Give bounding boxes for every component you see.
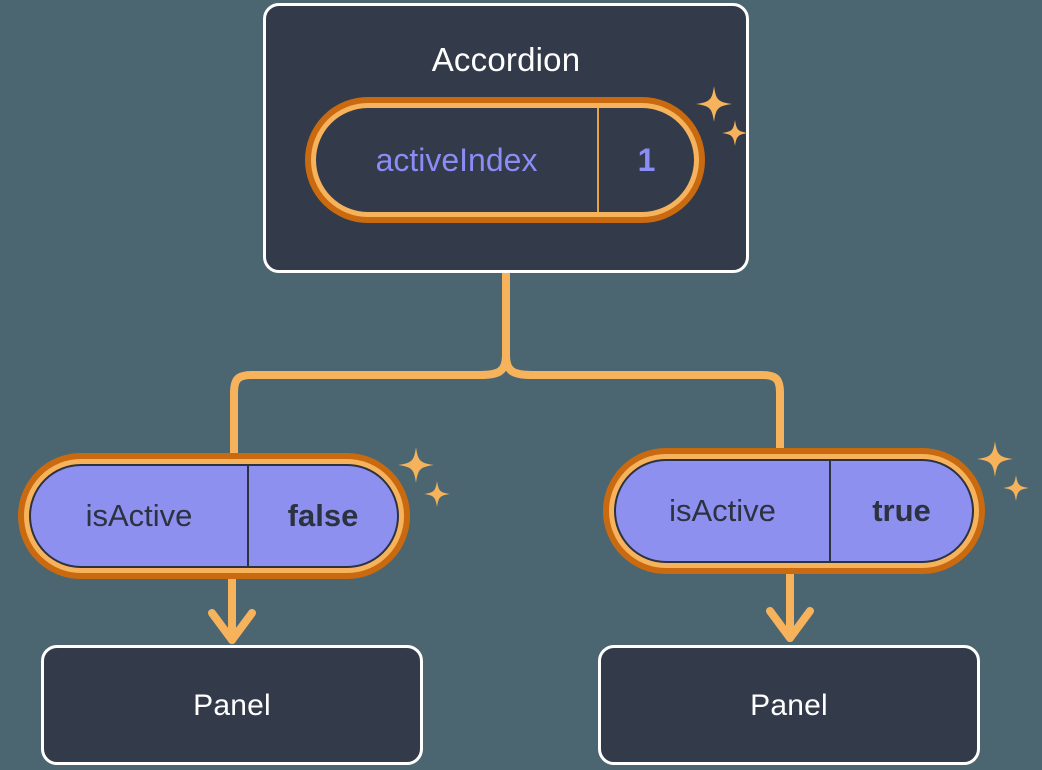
state-pill-active-index[interactable]: activeIndex 1: [305, 97, 705, 223]
component-title-accordion: Accordion: [431, 41, 581, 78]
state-pill-inner: isActive true: [614, 459, 974, 563]
state-value-label: false: [247, 466, 397, 566]
wire-branch-right: [502, 351, 784, 454]
state-key-label: activeIndex: [316, 108, 599, 212]
wire-left-arrowhead: [208, 609, 256, 644]
state-pill-is-active-false[interactable]: isActive false: [18, 453, 410, 579]
sparkle-icon: [977, 441, 1029, 501]
wire-branch-left: [230, 351, 510, 459]
state-key-label: isActive: [85, 498, 193, 533]
state-value-label: true: [829, 461, 972, 561]
component-box-panel-left[interactable]: Panel: [41, 645, 423, 765]
state-key-label: isActive: [669, 493, 776, 528]
component-title-panel: Panel: [193, 689, 271, 722]
wire-right-arrowhead: [766, 607, 814, 642]
component-title-panel: Panel: [750, 689, 828, 722]
state-pill-is-active-true[interactable]: isActive true: [603, 448, 985, 574]
state-pill-inner: activeIndex 1: [316, 108, 694, 212]
component-box-panel-right[interactable]: Panel: [598, 645, 980, 765]
state-pill-inner: isActive false: [29, 464, 399, 568]
state-value-label: 1: [637, 141, 656, 178]
